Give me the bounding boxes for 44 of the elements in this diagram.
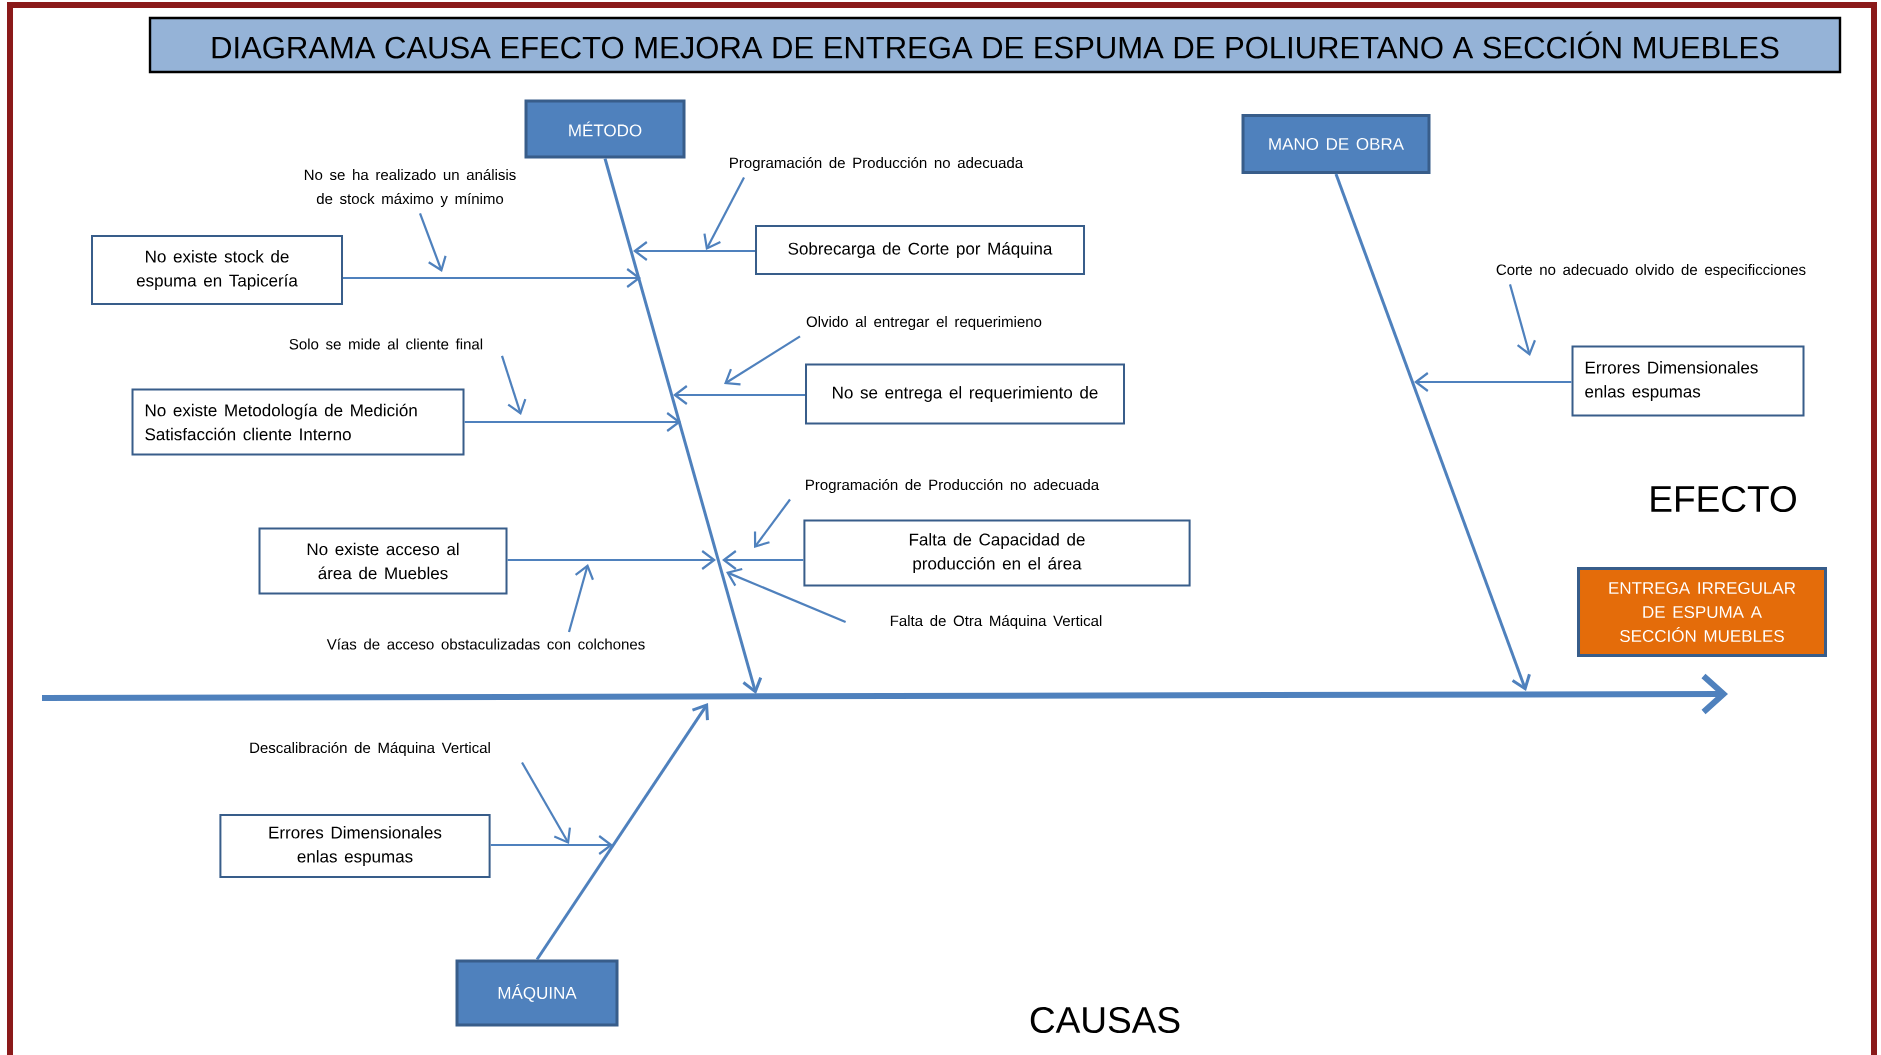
arrow bbox=[722, 550, 804, 570]
cause-box: Errores Dimensionales enlas espumas bbox=[1571, 345, 1805, 417]
annotation-text: No se ha realizado un análisis de stock máximo y mínimo bbox=[304, 168, 516, 208]
title-banner: DIAGRAMA CAUSA EFECTO MEJORA DE ENTREGA DE ESPUMA DE POLIURETANO A SECCIÓN MUEBLES bbox=[148, 16, 1842, 74]
category-box: MÁQUINA bbox=[455, 959, 619, 1027]
arrow bbox=[724, 335, 801, 386]
annotation-text: Solo se mide al cliente final bbox=[289, 338, 483, 350]
cause-box: Errores Dimensionales enlas espumas bbox=[219, 814, 491, 878]
arrow bbox=[1508, 284, 1536, 356]
arrow bbox=[507, 550, 716, 570]
arrow bbox=[673, 385, 805, 405]
cause-box: Falta de Capacidad de producción en el área bbox=[803, 519, 1191, 587]
cause-box: No existe Metodología de Medición Satisfacción cliente Interno bbox=[131, 388, 465, 456]
arrow bbox=[521, 761, 571, 844]
bone-arrow bbox=[1334, 173, 1531, 691]
arrow bbox=[567, 564, 594, 633]
annotation-text: Programación de Producción no adecuada bbox=[730, 156, 1024, 172]
cause-box: Sobrecarga de Corte por Máquina bbox=[755, 225, 1085, 275]
category-box: MÉTODO bbox=[524, 99, 686, 159]
annotation-text: Programación de Producción no adecuada bbox=[806, 478, 1100, 494]
cause-box: No existe stock de espuma en Tapicería bbox=[91, 235, 343, 305]
arrow bbox=[464, 412, 681, 432]
annotation-text: Descalibración de Máquina Vertical bbox=[250, 741, 490, 757]
arrow bbox=[419, 213, 447, 272]
bone-arrow bbox=[535, 703, 709, 961]
arrow bbox=[500, 355, 527, 415]
section-label: CAUSAS bbox=[1030, 1006, 1180, 1034]
category-box: MANO DE OBRA bbox=[1241, 114, 1431, 174]
arrow bbox=[490, 835, 613, 855]
arrow bbox=[1414, 372, 1572, 392]
annotation-text: Olvido al entregar el requerimieno bbox=[806, 316, 1042, 330]
arrow bbox=[343, 268, 641, 288]
arrow bbox=[726, 567, 847, 623]
bone-arrow bbox=[603, 158, 763, 694]
cause-box: No existe acceso al área de Muebles bbox=[258, 527, 508, 595]
arrow bbox=[703, 176, 745, 250]
annotation-text: Falta de Otra Máquina Vertical bbox=[890, 614, 1102, 630]
effect-box: ENTREGA IRREGULAR DE ESPUMA A SECCIÓN MUEBLES bbox=[1577, 567, 1827, 657]
cause-box: No se entrega el requerimiento de bbox=[805, 363, 1125, 425]
annotation-text: Corte no adecuado olvido de especificciones bbox=[1496, 264, 1806, 278]
annotation-text: Vías de acceso obstaculizadas con colchones bbox=[326, 638, 645, 650]
arrow bbox=[753, 498, 791, 548]
section-label: EFECTO bbox=[1651, 485, 1796, 513]
arrow bbox=[633, 241, 755, 261]
